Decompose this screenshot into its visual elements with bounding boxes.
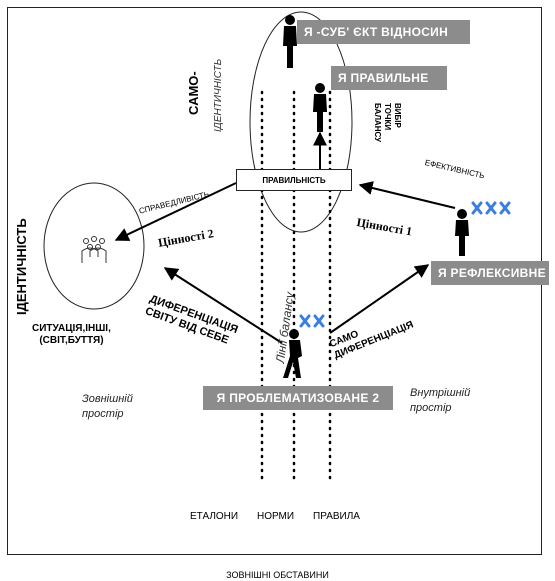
person-icon: [455, 209, 469, 256]
normy-label: НОРМИ: [257, 511, 295, 522]
ya-pravylne-box: Я ПРАВИЛЬНЕ: [331, 66, 447, 90]
situation-ellipse: [43, 182, 145, 310]
person-icon: [313, 83, 327, 132]
person-icon: [283, 15, 297, 68]
person-icon: [283, 329, 302, 378]
sytuatsiya-label: СИТУАЦІЯ,ІНШІ,(СВІТ,БУТТЯ): [32, 323, 111, 346]
obstavyny-label: ЗОВНІШНІ ОБСТАВИНИ: [226, 570, 329, 580]
arrow-samo-dyferentsiatsiya: [329, 264, 430, 334]
ya-problem-box: Я ПРОБЛЕМАТИЗОВАНЕ 2: [203, 386, 393, 410]
arrow-dyferentsiatsiya: [163, 267, 283, 344]
samo-label: САМО-: [186, 71, 201, 115]
arrow-efektyvnist: [358, 181, 456, 209]
etalony-label: ЕТАЛОНИ: [190, 511, 239, 522]
arrow-spravedlyvist: [114, 182, 237, 241]
identychnist-big-label: ІДЕНТИЧНІСТЬ: [14, 218, 29, 315]
pravyla-label: ПРАВИЛА: [313, 511, 360, 522]
pravylnist-box: ПРАВИЛЬНІСТЬ: [236, 169, 352, 191]
cross-mark-icon: [299, 201, 511, 328]
ya-subekt-box: Я -СУБ' ЄКТ ВІДНОСИН: [297, 20, 470, 44]
group-icon: [81, 236, 107, 263]
identychnist-small-label: ІДЕНТИЧНІСТЬ: [213, 58, 224, 132]
self-identity-ellipse: [249, 11, 353, 233]
ya-refleksyvne-box: Я РЕФЛЕКСИВНЕ: [431, 261, 549, 285]
